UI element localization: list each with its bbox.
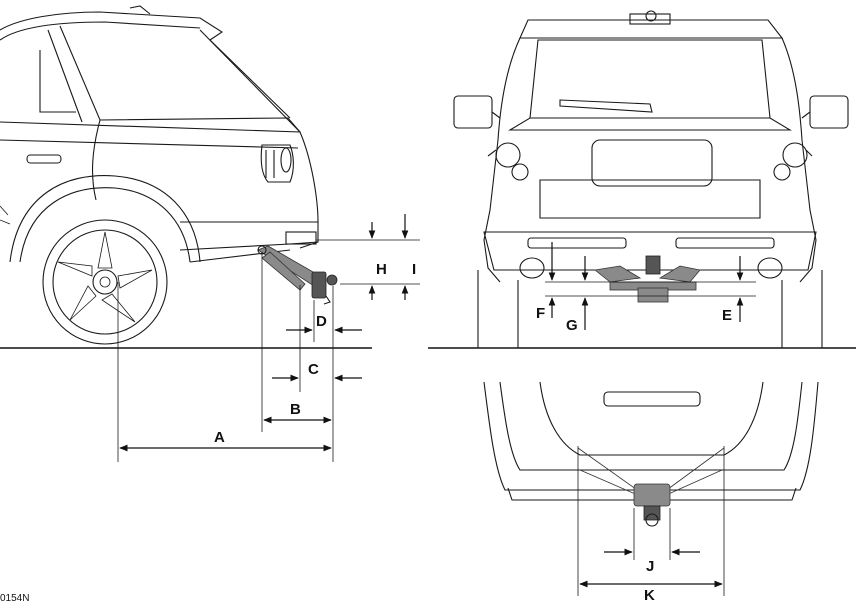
label-k: K xyxy=(644,587,655,603)
label-b: B xyxy=(290,401,301,418)
label-d: D xyxy=(316,313,327,330)
label-g: G xyxy=(566,317,578,334)
top-view xyxy=(483,381,819,596)
label-c: C xyxy=(308,361,319,378)
label-a: A xyxy=(214,429,225,446)
label-h: H xyxy=(376,261,387,278)
label-e: E xyxy=(722,307,732,324)
dimension-labels: A B C D H I F G E J K 0154N xyxy=(0,261,732,603)
label-f: F xyxy=(536,305,545,322)
label-j: J xyxy=(646,558,654,575)
label-i: I xyxy=(412,261,416,278)
side-view xyxy=(0,5,420,462)
reference-code: 0154N xyxy=(0,593,29,603)
rear-view xyxy=(428,10,856,349)
